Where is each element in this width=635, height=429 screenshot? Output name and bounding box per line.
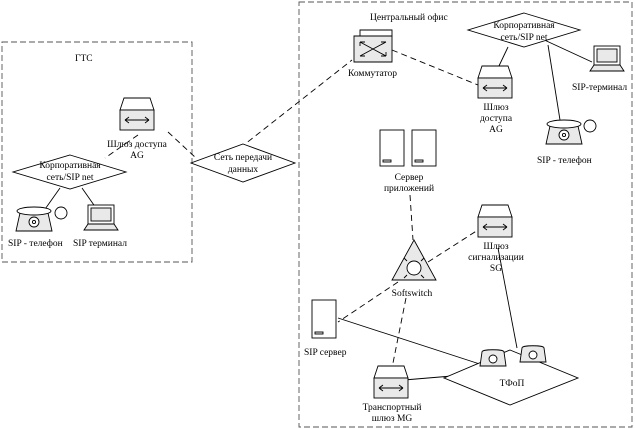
gts-access-gateway-label: Шлюз доступа (107, 140, 167, 150)
softswitch-icon (391, 239, 437, 281)
link-corp-sip-terminal (539, 37, 593, 63)
signaling-gateway-icon (477, 204, 513, 238)
signaling-gateway-label: Шлюз (483, 242, 508, 252)
link-sipserver-pstn (337, 317, 493, 369)
office-zone (298, 1, 633, 428)
link-office-ag-corp (497, 46, 509, 69)
sip-server-label: SIP сервер (304, 348, 347, 358)
link-gts-ag-transport (167, 131, 197, 159)
gts-sip-phone-icon (15, 206, 68, 232)
pstn-phone-icon-2 (519, 345, 547, 363)
link-corp-sip-phone (547, 44, 561, 121)
office-sip-phone-icon (545, 119, 597, 145)
office-sip-terminal-icon (589, 45, 625, 72)
application-server-label: Сервер (395, 173, 424, 183)
media-gateway-label: Транспортный (363, 402, 422, 413)
link-softswitch-mg (391, 297, 407, 369)
gts-zone-title: ГТС (75, 54, 93, 64)
gts-sip-phone-label: SIP - телефон (8, 238, 63, 249)
pstn-network (442, 349, 580, 406)
link-softswitch-sipserver (337, 281, 399, 323)
office-sip-phone-label: SIP - телефон (537, 155, 592, 166)
gts-sip-terminal-icon (83, 204, 119, 231)
gts-corp-network-label: Корпоративная (39, 161, 101, 171)
transport-network-label-2: данных (228, 165, 259, 175)
gts-corp-network-label-2: сеть/SIP net (46, 173, 93, 183)
link-mg-pstn (403, 375, 453, 381)
office-corp-network-label: Корпоративная (493, 21, 555, 31)
sip-server-icon (311, 299, 337, 339)
link-switch-office-ag (391, 49, 479, 86)
gts-zone (1, 41, 193, 263)
office-sip-terminal-label: SIP-терминал (572, 83, 627, 93)
gts-access-gateway-label-2: AG (130, 151, 144, 161)
office-switch-label: Коммутатор (348, 69, 397, 79)
signaling-gateway-label-3: SG (490, 264, 502, 274)
media-gateway-icon (373, 365, 409, 399)
office-access-gateway-label: Шлюз (483, 103, 508, 113)
gts-corp-network (11, 154, 128, 190)
media-gateway-label-2: шлюз MG (372, 414, 413, 424)
office-access-gateway-label-2: доступа (480, 114, 513, 124)
office-access-gateway-label-3: AG (489, 125, 503, 135)
link-sg-pstn (497, 247, 518, 349)
office-zone-title: Центральный офис (370, 12, 448, 23)
softswitch-label: Softswitch (392, 288, 433, 299)
application-server-label-2: приложений (384, 183, 434, 194)
office-switch-icon (353, 29, 393, 63)
pstn-phone-icon (479, 349, 507, 367)
signaling-gateway-label-2: сигнализации (468, 253, 524, 263)
gts-access-gateway-icon (119, 97, 155, 131)
transport-network-label: Сеть передачи (214, 153, 272, 163)
connection-lines (42, 37, 593, 381)
office-corp-network (466, 12, 582, 48)
link-transport-switch (239, 59, 353, 149)
transport-network (189, 143, 297, 183)
link-appserver-softswitch (409, 194, 414, 241)
link-gts-ag-corp (104, 134, 139, 159)
application-server-icon (379, 129, 437, 167)
office-corp-network-label-2: сеть/SIP net (500, 33, 547, 43)
pstn-label: ТФоП (500, 379, 525, 389)
gts-sip-terminal-label: SIP терминал (73, 239, 127, 249)
office-access-gateway-icon (477, 65, 513, 99)
